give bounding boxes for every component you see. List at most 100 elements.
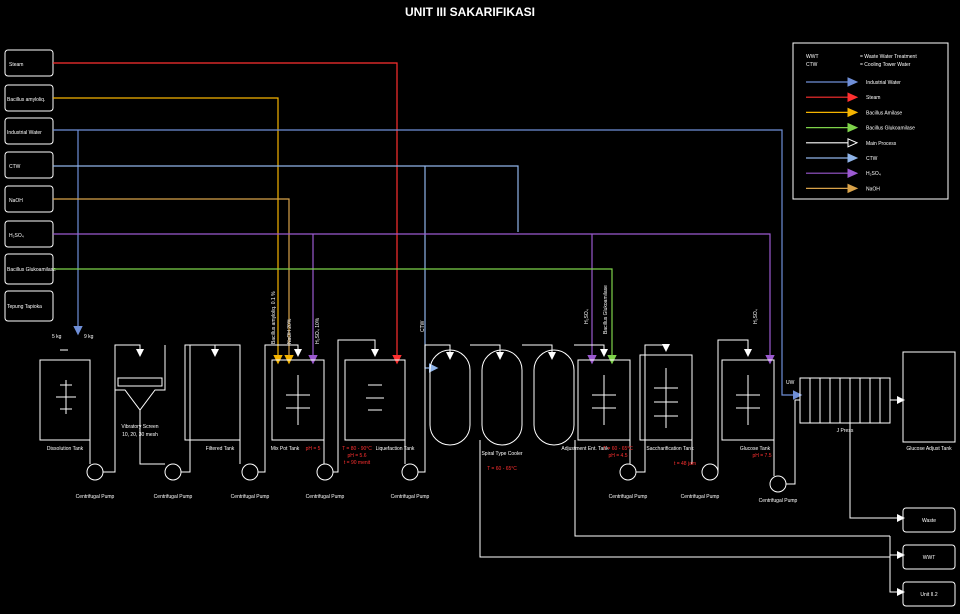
pumps <box>86 463 787 493</box>
steam-line <box>53 62 402 365</box>
saccharification-agitator <box>654 368 678 428</box>
legend-box <box>792 42 949 200</box>
legend-arrow-0 <box>847 77 859 87</box>
dissolution-tank <box>39 359 91 441</box>
adj-ph-label: pH = 4.5 <box>608 453 627 459</box>
filtered-tank-label: Filtered Tank <box>206 446 235 452</box>
input-naoh-label: NaOH <box>9 198 23 204</box>
ctw-branch <box>424 166 439 373</box>
legend-wwt-desc: = Waste Water Treatment <box>860 54 917 60</box>
pump-1 <box>86 463 104 481</box>
vibratory-screen-deck <box>117 377 163 387</box>
pump-6 <box>619 463 637 481</box>
dissolution-agitator <box>56 380 76 414</box>
input-tapioca-box <box>4 290 54 322</box>
input-ctw-label: CTW <box>9 164 21 170</box>
pump-5 <box>401 463 419 481</box>
legend-arrow-3 <box>847 122 859 133</box>
input-glucoamylase-label: Bacillus Glukoamilase <box>7 267 56 273</box>
adj-h2so4-label: H₂SO₄ <box>584 309 590 324</box>
sacch-tank-label: Saccharification Tank <box>646 446 694 452</box>
legend-arrow-2 <box>847 107 859 118</box>
adj-gluco-label: Bacillus Glukoamilase <box>603 285 609 334</box>
mix-pot-tank <box>271 359 325 441</box>
legend-arrow-6 <box>847 168 859 178</box>
bacillus-line <box>53 97 283 365</box>
industrial-water-line <box>53 129 803 400</box>
legend-label-6: H₂SO₄ <box>866 171 881 177</box>
output-unit-box <box>902 581 956 607</box>
output-wwt-box <box>902 544 956 570</box>
legend-label-4: Main Process <box>866 141 897 147</box>
glucoamylase-line <box>53 268 617 365</box>
filtered-tank <box>184 344 241 441</box>
legend-arrow-7 <box>847 183 859 194</box>
j-press-plates <box>809 378 881 423</box>
pump-2 <box>164 463 182 481</box>
dissolution-tank-label: Dissolution Tank <box>47 446 84 452</box>
glucose-adjust-tank <box>902 351 956 443</box>
h2so4-line <box>53 233 775 365</box>
dissolution-feed-b: 9 kg <box>84 334 94 340</box>
naoh-line <box>53 198 294 365</box>
glucose-agitator <box>736 375 760 425</box>
liquefaction-internals <box>366 384 384 411</box>
dissolution-feed-a: 5 kg <box>52 334 62 340</box>
saccharification-tank <box>639 354 693 441</box>
input-steam-label: Steam <box>9 62 23 68</box>
pump-label-7: Centrifugal Pump <box>681 494 720 500</box>
legend-label-0: Industrial Water <box>866 80 901 86</box>
output-waste-label: Waste <box>922 518 936 524</box>
pump-7 <box>701 463 719 481</box>
pump-label-2: Centrifugal Pump <box>154 494 193 500</box>
legend-ctw-abbr: CTW <box>806 62 818 68</box>
glucose-tank <box>721 359 775 441</box>
legend-label-5: CTW <box>866 156 878 162</box>
pump-4 <box>316 463 334 481</box>
mix-naoh-label: NaOH 20% <box>287 318 293 344</box>
legend-arrow-5 <box>847 153 859 163</box>
mix-h2so4-label: H₂SO₄ 10% <box>315 317 321 344</box>
liquefaction-tank-label: Liquefaction Tank <box>376 446 415 452</box>
glu-ph-label: pH = 7.5 <box>752 453 771 459</box>
pump-label-6: Centrifugal Pump <box>609 494 648 500</box>
adjustment-agitator <box>592 375 616 425</box>
legend-arrow-1 <box>847 92 859 102</box>
liq-t-label: T = 80 - 90°C <box>342 446 372 452</box>
pump-label-3: Centrifugal Pump <box>231 494 270 500</box>
pump-label-8: Centrifugal Pump <box>759 498 798 504</box>
liq-time-label: t = 90 menit <box>344 460 371 466</box>
input-bacillus-label: Bacillus amyloliq. <box>7 97 45 103</box>
liquefaction-tank <box>344 359 406 441</box>
diagram-title: UNIT III SAKARIFIKASI <box>405 5 535 19</box>
legend-arrow-4 <box>847 138 859 148</box>
ctw-line <box>53 165 519 232</box>
legend-label-1: Steam <box>866 95 880 101</box>
liq-ph-label: pH = 5.6 <box>347 453 366 459</box>
adj-t-label: T = 60 - 65°C <box>603 446 633 452</box>
vibratory-screen-label: Vibratory Screen <box>121 424 158 430</box>
legend-ctw-desc: = Cooling Tower Water <box>860 62 911 68</box>
uw-label: UW <box>786 380 795 386</box>
spiral-cooler-label: Spiral Type Cooler <box>481 451 522 457</box>
vibratory-screen-sub: 10, 20, 30 mesh <box>122 432 158 438</box>
adjustment-tank-label: Adjustment Ent. Tank <box>561 446 609 452</box>
mix-pot-tank-label: Mix Pot Tank <box>271 446 300 452</box>
output-wwt-label: WWT <box>923 555 936 561</box>
input-boxes <box>4 49 54 322</box>
ctw-feed-label: CTW <box>420 320 426 332</box>
j-press <box>799 377 891 424</box>
pump-label-1: Centrifugal Pump <box>76 494 115 500</box>
mix-ph-label: pH = 5 <box>306 446 321 452</box>
j-press-label: J Press <box>837 428 854 434</box>
input-h2so4-label: H₂SO₄ <box>9 233 24 239</box>
input-ctw-box <box>4 151 54 179</box>
output-waste-box <box>902 507 956 533</box>
sacch-t-label: t = 48 jam <box>674 461 696 467</box>
mix-bacillus-label: Bacillus amyloliq. 0.1 % <box>271 291 277 344</box>
spiral-cooler-1 <box>429 349 471 446</box>
spiral-t-label: T = 60 - 65°C <box>487 466 517 472</box>
pump-8 <box>769 475 787 493</box>
